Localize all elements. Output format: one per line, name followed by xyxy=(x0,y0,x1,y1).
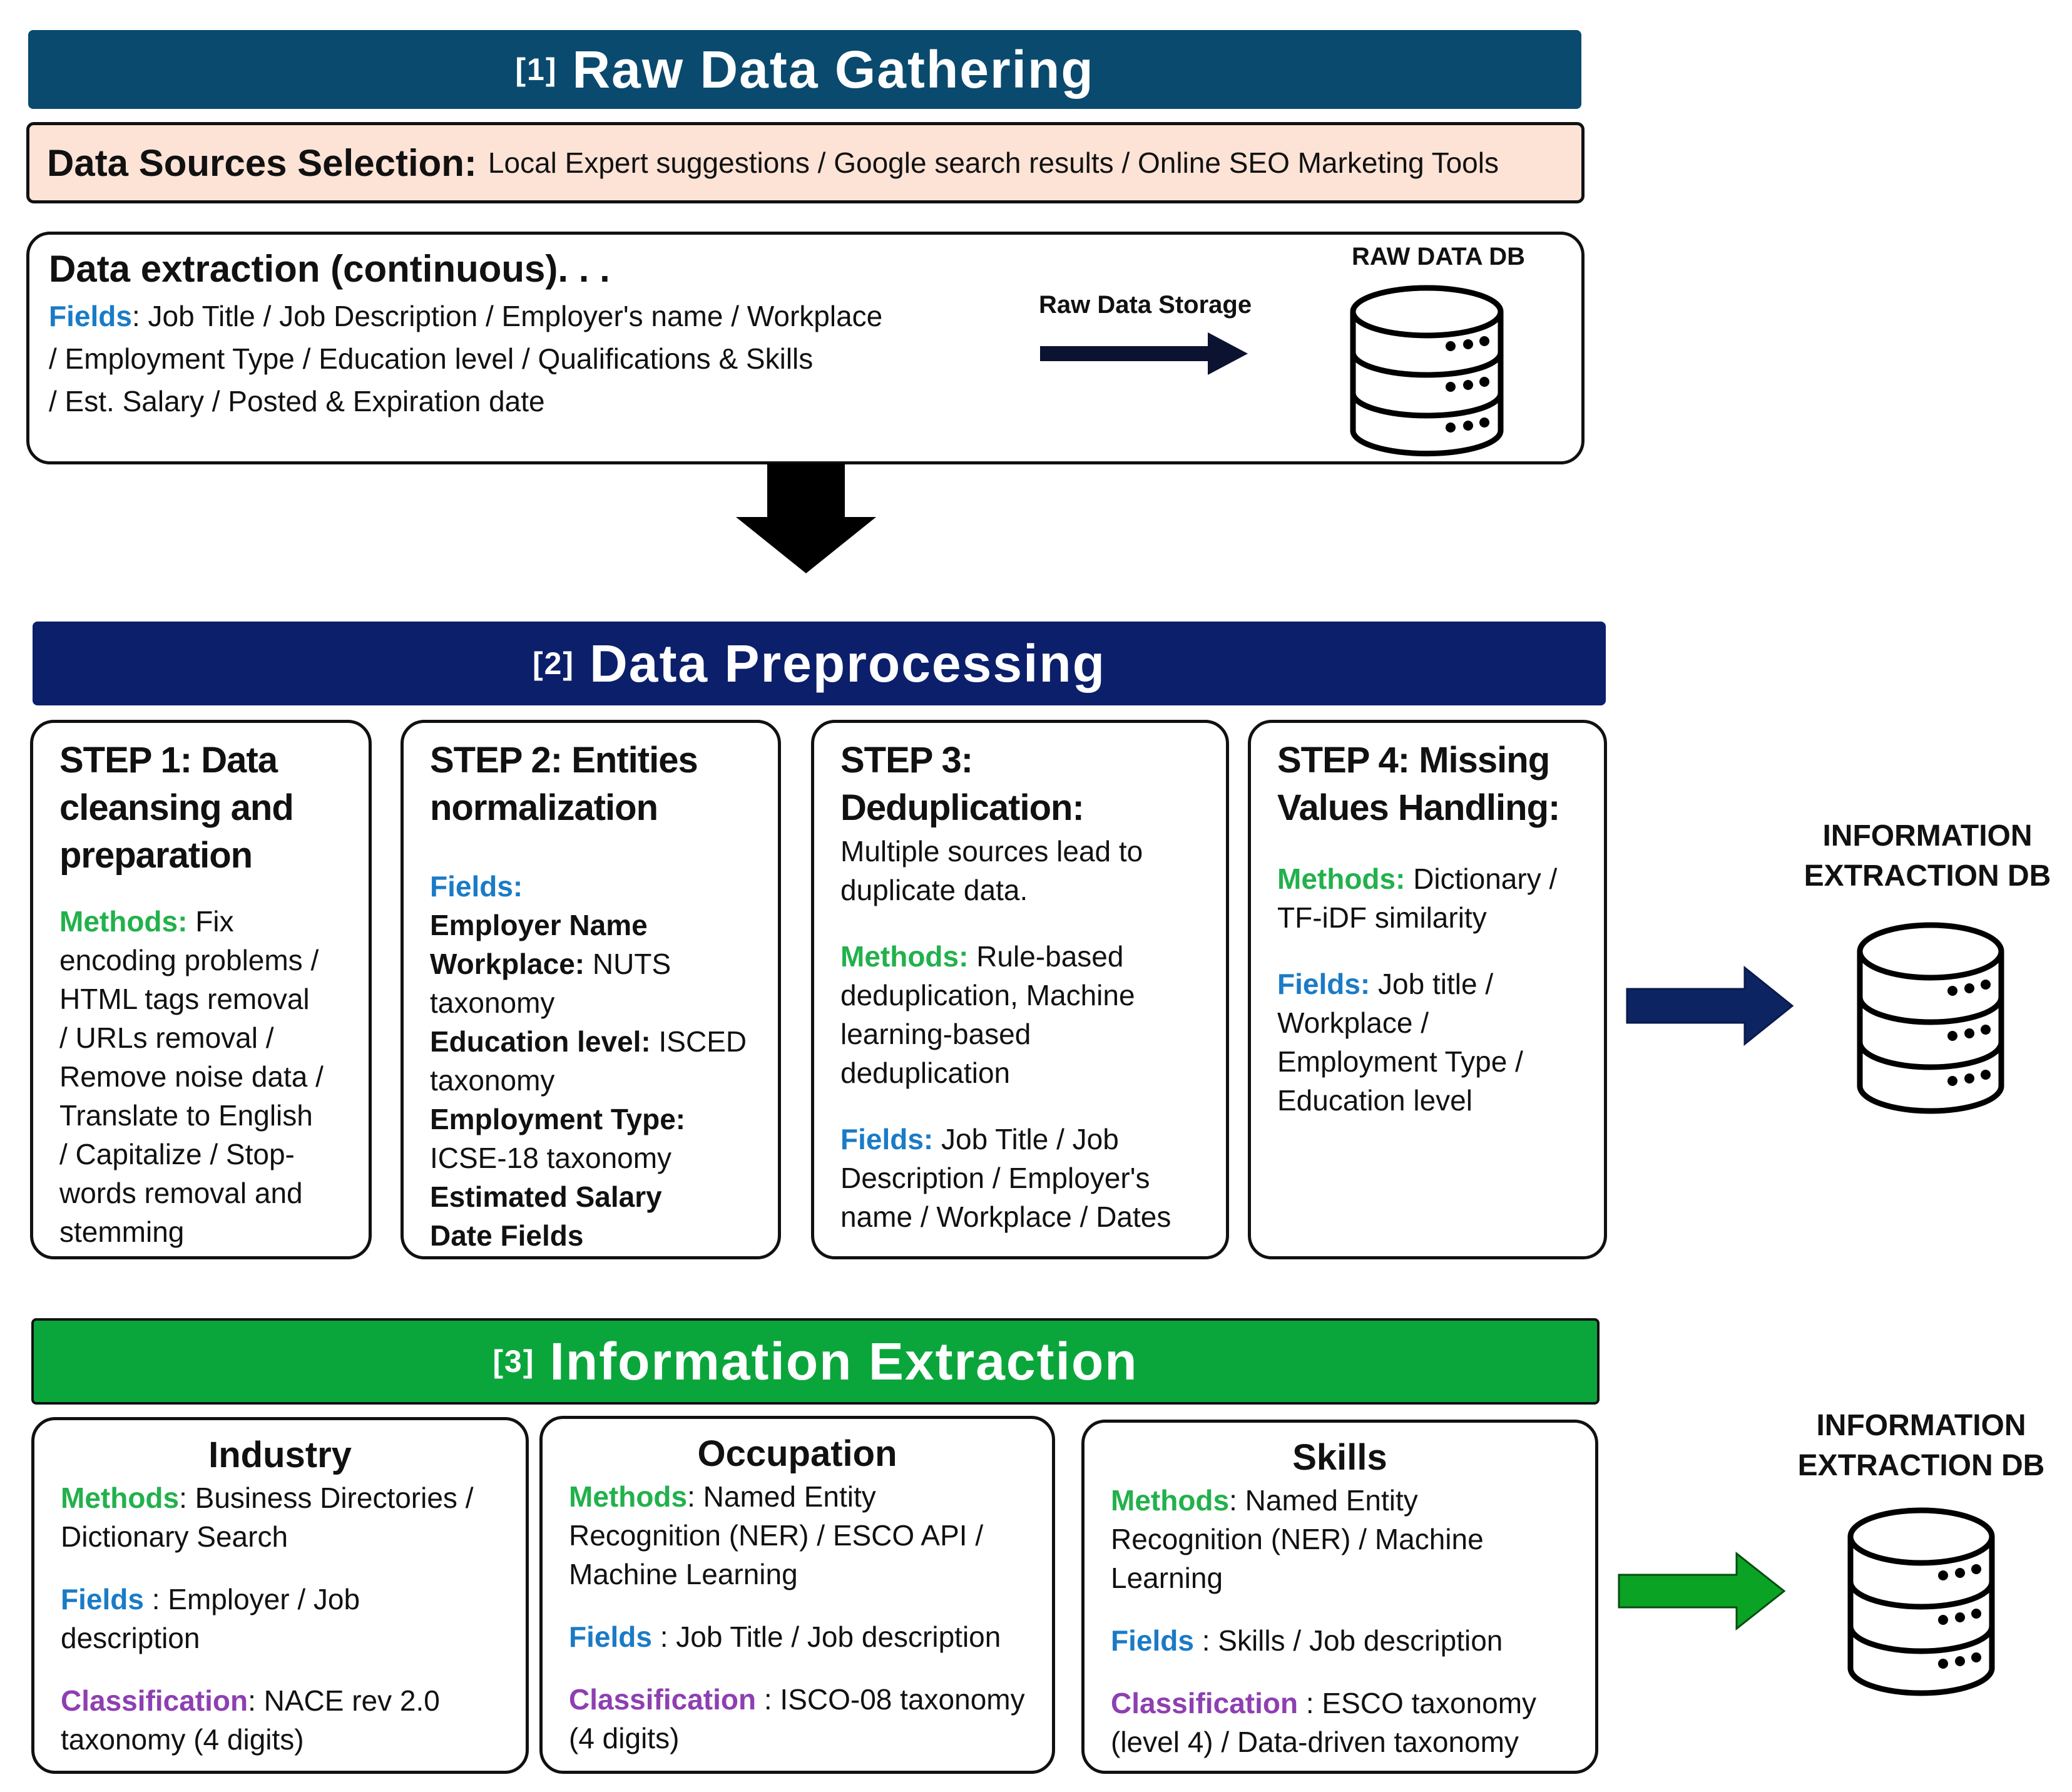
step3-methods: Methods: Rule-based deduplication, Machi… xyxy=(840,940,1135,1089)
info-extraction-db-label-2: INFORMATION EXTRACTION DB xyxy=(1797,1409,2045,1482)
step2-fields: Fields: Employer Name Workplace: NUTS ta… xyxy=(430,870,747,1252)
section3-number: [3] xyxy=(492,1344,535,1379)
industry-classification: Classification: NACE rev 2.0 taxonomy (4… xyxy=(61,1684,440,1756)
industry-fields: Fields : Employer / Job description xyxy=(61,1583,360,1654)
skills-fields: Fields : Skills / Job description xyxy=(1111,1624,1503,1657)
fields-line-2: / Employment Type / Education level / Qu… xyxy=(49,342,814,375)
occupation-classification: Classification : ISCO-08 taxonomy (4 dig… xyxy=(569,1683,1025,1754)
step3-title: STEP 3: Deduplication: xyxy=(840,740,1084,828)
data-extraction-box xyxy=(26,232,1585,464)
database-icon xyxy=(1847,1507,1995,1696)
fields-label: Fields xyxy=(49,300,132,332)
industry-methods: Methods: Business Directories / Dictiona… xyxy=(61,1482,474,1553)
fields-line-3: / Est. Salary / Posted & Expiration date xyxy=(49,385,545,417)
section2-number: [2] xyxy=(532,646,575,681)
step4-title: STEP 4: Missing Values Handling: xyxy=(1277,740,1560,828)
industry-box: Industry Methods: Business Directories /… xyxy=(31,1417,529,1774)
section1-title: Raw Data Gathering xyxy=(572,39,1095,99)
section3-title: Information Extraction xyxy=(549,1331,1138,1391)
fields-line-1: : Job Title / Job Description / Employer… xyxy=(131,300,883,332)
raw-data-storage-label: Raw Data Storage xyxy=(1039,291,1252,319)
database-icon xyxy=(1857,922,2004,1114)
raw-data-db-label: RAW DATA DB xyxy=(1352,243,1525,270)
step1-title: STEP 1: Data cleansing and preparation xyxy=(59,740,294,876)
step4-box: STEP 4: Missing Values Handling: Methods… xyxy=(1248,720,1607,1259)
skills-classification: Classification : ESCO taxonomy (level 4)… xyxy=(1111,1687,1537,1758)
skills-box: Skills Methods: Named Entity Recognition… xyxy=(1081,1420,1598,1774)
section2-banner: [2] Data Preprocessing xyxy=(33,622,1606,705)
down-arrow-icon xyxy=(736,463,876,573)
step2-title: STEP 2: Entities normalization xyxy=(430,740,698,828)
data-sources-label: Data Sources Selection: xyxy=(47,141,477,184)
data-extraction-fields: Fields: Job Title / Job Description / Em… xyxy=(49,297,1025,421)
section1-banner: [1] Raw Data Gathering xyxy=(28,30,1581,109)
skills-title: Skills xyxy=(1292,1437,1387,1478)
section2-title: Data Preprocessing xyxy=(589,633,1106,693)
data-extraction-title: Data extraction (continuous). . . xyxy=(49,248,610,290)
skills-methods: Methods: Named Entity Recognition (NER) … xyxy=(1111,1484,1484,1594)
right-arrow-icon xyxy=(1040,332,1248,375)
step1-methods: Methods: Fix encoding problems / HTML ta… xyxy=(59,905,324,1248)
industry-title: Industry xyxy=(208,1435,352,1475)
occupation-methods: Methods: Named Entity Recognition (NER) … xyxy=(569,1480,984,1590)
data-sources-text: Local Expert suggestions / Google search… xyxy=(487,146,1499,179)
step4-fields: Fields: Job title / Workplace / Employme… xyxy=(1277,968,1523,1117)
step3-fields: Fields: Job Title / Job Description / Em… xyxy=(840,1123,1171,1233)
step2-box: STEP 2: Entities normalization Fields: E… xyxy=(401,720,781,1259)
occupation-title: Occupation xyxy=(697,1433,897,1474)
info-extraction-db-label-1: INFORMATION EXTRACTION DB xyxy=(1804,819,2051,893)
step3-description: Multiple sources lead to duplicate data. xyxy=(840,835,1143,906)
section3-banner: [3] Information Extraction xyxy=(31,1318,1600,1405)
step3-box: STEP 3: Deduplication: Multiple sources … xyxy=(811,720,1229,1259)
navy-right-arrow-icon xyxy=(1626,965,1794,1047)
occupation-fields: Fields : Job Title / Job description xyxy=(569,1620,1001,1653)
database-icon xyxy=(1350,285,1504,457)
occupation-box: Occupation Methods: Named Entity Recogni… xyxy=(539,1416,1055,1774)
step4-methods: Methods: Dictionary / TF-iDF similarity xyxy=(1277,863,1558,934)
green-right-arrow-icon xyxy=(1618,1551,1786,1631)
step1-box: STEP 1: Data cleansing and preparation M… xyxy=(30,720,372,1259)
data-sources-box: Data Sources Selection: Local Expert sug… xyxy=(26,122,1585,203)
section1-number: [1] xyxy=(515,52,558,87)
